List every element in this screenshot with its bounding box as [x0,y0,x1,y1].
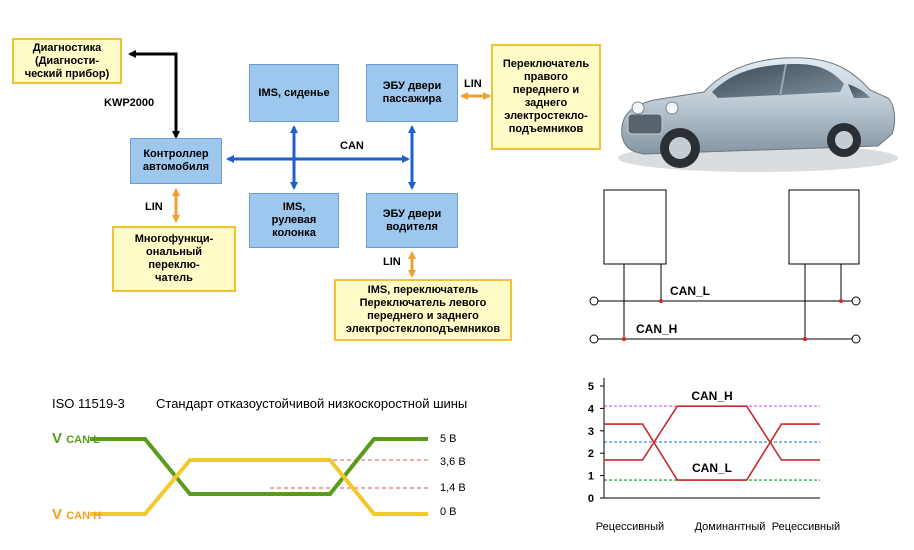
series-label-can-l: CAN_L [692,461,732,475]
v-can-l-v: V [52,430,63,447]
level-1-4v: 1,4 В [440,482,466,494]
can-l-wire-label: CAN_L [670,284,711,298]
lin-label-left: LIN [145,201,163,213]
car-illustration [618,57,898,172]
iso-standard-label: ISO 11519-3 [52,396,125,411]
can-label: CAN [340,140,364,152]
series-label-can-h: CAN_H [691,389,732,403]
y-tick-label-4: 4 [588,403,595,415]
lin-label-right: LIN [464,78,482,90]
series-line-can-h [604,405,820,461]
y-tick-label-3: 3 [588,426,594,438]
driver-door-ecu-box: ЭБУ двери водителя [366,193,458,248]
passenger-door-ecu-box: ЭБУ двери пассажира [366,64,458,122]
iso-title: Стандарт отказоустойчивой низкоскоростно… [156,396,468,411]
level-0v: 0 В [440,506,457,518]
y-tick-label-5: 5 [588,381,594,393]
vehicle-controller-box: Контроллер автомобиля [130,138,222,184]
y-tick-label-1: 1 [588,471,594,483]
series-line-can-l [604,423,820,481]
v-can-l-label: V CAN L [52,430,100,447]
kwp-link [128,50,180,139]
state-label-1: Доминантный [695,521,766,533]
ims-steering-column-box: IMS, рулевая колонка [249,193,339,248]
can-h-wire-label: CAN_H [636,322,678,336]
level-5v: 5 В [440,433,457,445]
diagnostics-box: Диагностика (Диагности- ческий прибор) [12,38,122,84]
v-can-h-label: V CAN H [52,506,101,523]
state-label-0: Рецессивный [596,521,664,533]
v-can-h-v: V [52,506,63,523]
v-can-h-sub: CAN H [66,510,102,522]
ims-left-window-switch-box: IMS, переключатель Переключатель левого … [334,279,512,341]
level-3-6v: 3,6 В [440,456,466,468]
state-label-2: Рецессивный [772,521,840,533]
v-can-l-signal [90,437,428,496]
right-window-switch-box: Переключатель правого переднего и заднег… [491,44,601,150]
y-tick-label-2: 2 [588,448,594,460]
kwp2000-label: KWP2000 [104,97,155,109]
multifunction-switch-box: Многофункци- ональный переклю- чатель [112,226,236,292]
v-can-h-signal [90,458,428,516]
node-right [788,189,860,265]
lin-label-bottom: LIN [383,256,401,268]
node-left [603,189,667,265]
y-tick-label-0: 0 [588,493,594,505]
ims-seat-box: IMS, сиденье [249,64,339,122]
car-image [608,28,900,188]
v-can-l-sub: CAN L [66,434,100,446]
